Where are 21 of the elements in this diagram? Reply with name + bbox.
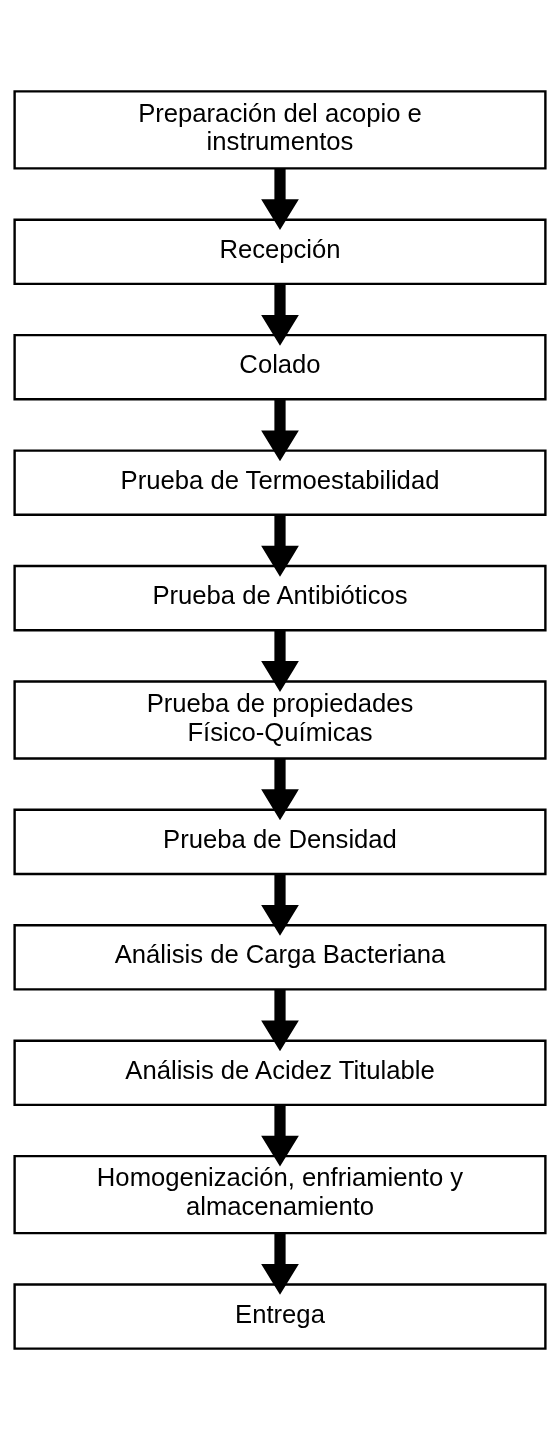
- arrow: [261, 873, 299, 936]
- arrow: [261, 283, 299, 346]
- node-box: Prueba de Antibióticos: [13, 564, 547, 631]
- node-box: Homogenización, enfriamiento y almacenamiento: [13, 1154, 547, 1234]
- arrow: [261, 514, 299, 577]
- arrow: [261, 1104, 299, 1167]
- arrow: [261, 629, 299, 692]
- arrow: [261, 758, 299, 820]
- arrow: [261, 167, 299, 230]
- node-box: Análisis de Acidez Titulable: [13, 1039, 547, 1106]
- node-box: Preparación del acopio e instrumentos: [13, 89, 547, 170]
- node-box: Recepción: [13, 218, 547, 285]
- node-box: Prueba de propiedades Físico-Químicas: [13, 679, 547, 760]
- arrow: [261, 989, 299, 1051]
- arrow: [261, 399, 299, 461]
- node-box: Prueba de Densidad: [13, 808, 547, 875]
- node-box: Análisis de Carga Bacteriana: [13, 923, 547, 991]
- arrow: [261, 1232, 299, 1295]
- node-box: Prueba de Termoestabilidad: [13, 448, 547, 516]
- node-box: Entrega: [13, 1282, 547, 1350]
- node-box: Colado: [13, 333, 547, 400]
